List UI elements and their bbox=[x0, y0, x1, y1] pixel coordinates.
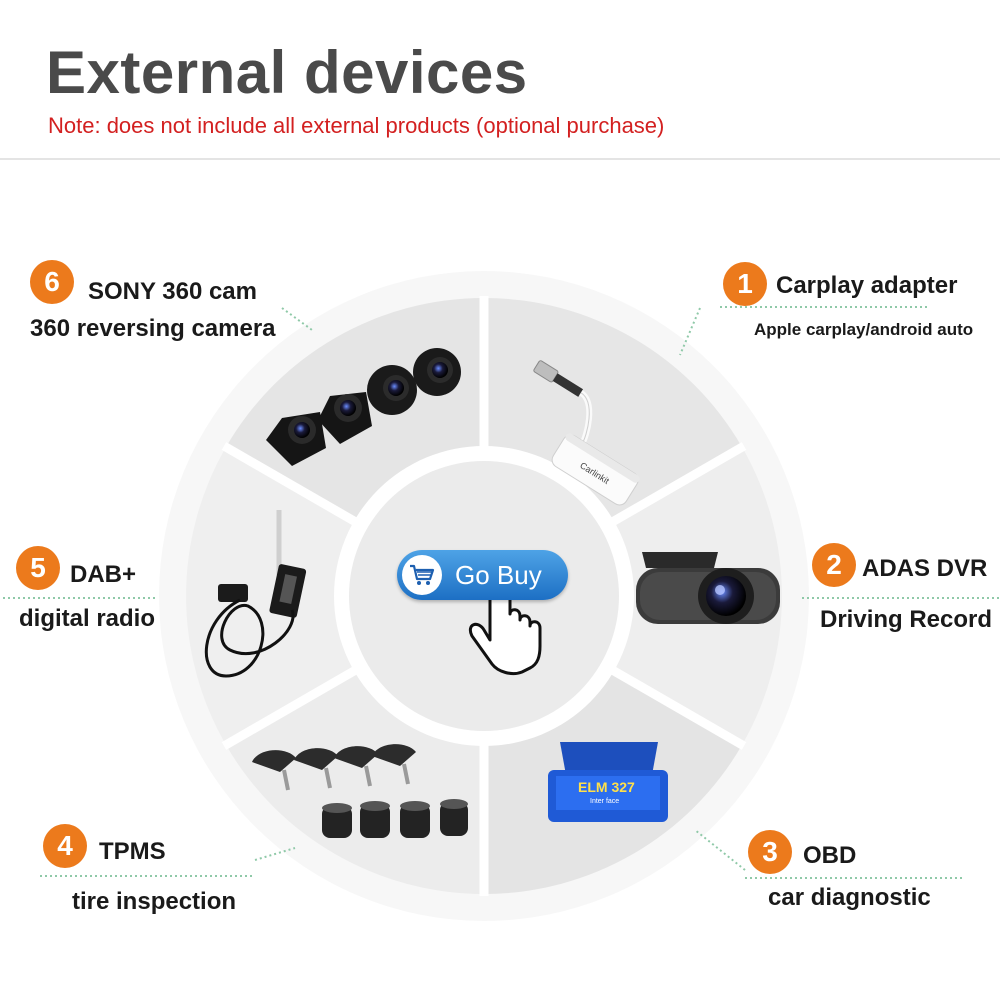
obd-scanner-icon: ELM 327 Inter face bbox=[548, 742, 668, 822]
device-6-name[interactable]: SONY 360 cam bbox=[88, 278, 257, 305]
obd-label: ELM 327 bbox=[578, 779, 635, 795]
device-3-name[interactable]: OBD bbox=[803, 842, 857, 869]
device-2-name[interactable]: ADAS DVR bbox=[862, 555, 988, 582]
badge-4: 4 bbox=[43, 824, 87, 868]
dab-antenna-icon bbox=[204, 510, 307, 678]
header-divider bbox=[0, 158, 1000, 160]
surround-camera-icon bbox=[266, 348, 461, 466]
device-4-desc: tire inspection bbox=[72, 888, 237, 915]
carplay-dongle-icon: Carlinkit bbox=[533, 360, 640, 506]
badge-1: 1 bbox=[723, 262, 767, 306]
purchase-note: Note: does not include all external prod… bbox=[48, 113, 665, 138]
dash-camera-icon bbox=[636, 552, 780, 624]
device-5-desc: digital radio bbox=[19, 605, 156, 632]
device-1-name[interactable]: Carplay adapter bbox=[776, 272, 958, 299]
device-2-desc: Driving Record bbox=[820, 606, 993, 633]
badge-6: 6 bbox=[30, 260, 74, 304]
leader-lines bbox=[0, 306, 1000, 879]
device-1-desc: Apple carplay/android auto bbox=[754, 320, 974, 339]
badge-3: 3 bbox=[748, 830, 792, 874]
device-3-desc: car diagnostic bbox=[768, 884, 931, 911]
badge-2: 2 bbox=[812, 543, 856, 587]
go-buy-label: Go Buy bbox=[455, 559, 542, 590]
device-6-desc: 360 reversing camera bbox=[30, 315, 276, 342]
shopping-cart-icon bbox=[402, 555, 442, 595]
device-5-name[interactable]: DAB+ bbox=[70, 561, 137, 588]
tire-sensor-icon bbox=[252, 744, 468, 838]
go-buy-button[interactable]: Go Buy bbox=[397, 550, 568, 600]
obd-sublabel: Inter face bbox=[590, 798, 619, 805]
page-title: External devices bbox=[46, 39, 528, 106]
device-4-name[interactable]: TPMS bbox=[99, 838, 166, 865]
badge-5: 5 bbox=[16, 546, 60, 590]
